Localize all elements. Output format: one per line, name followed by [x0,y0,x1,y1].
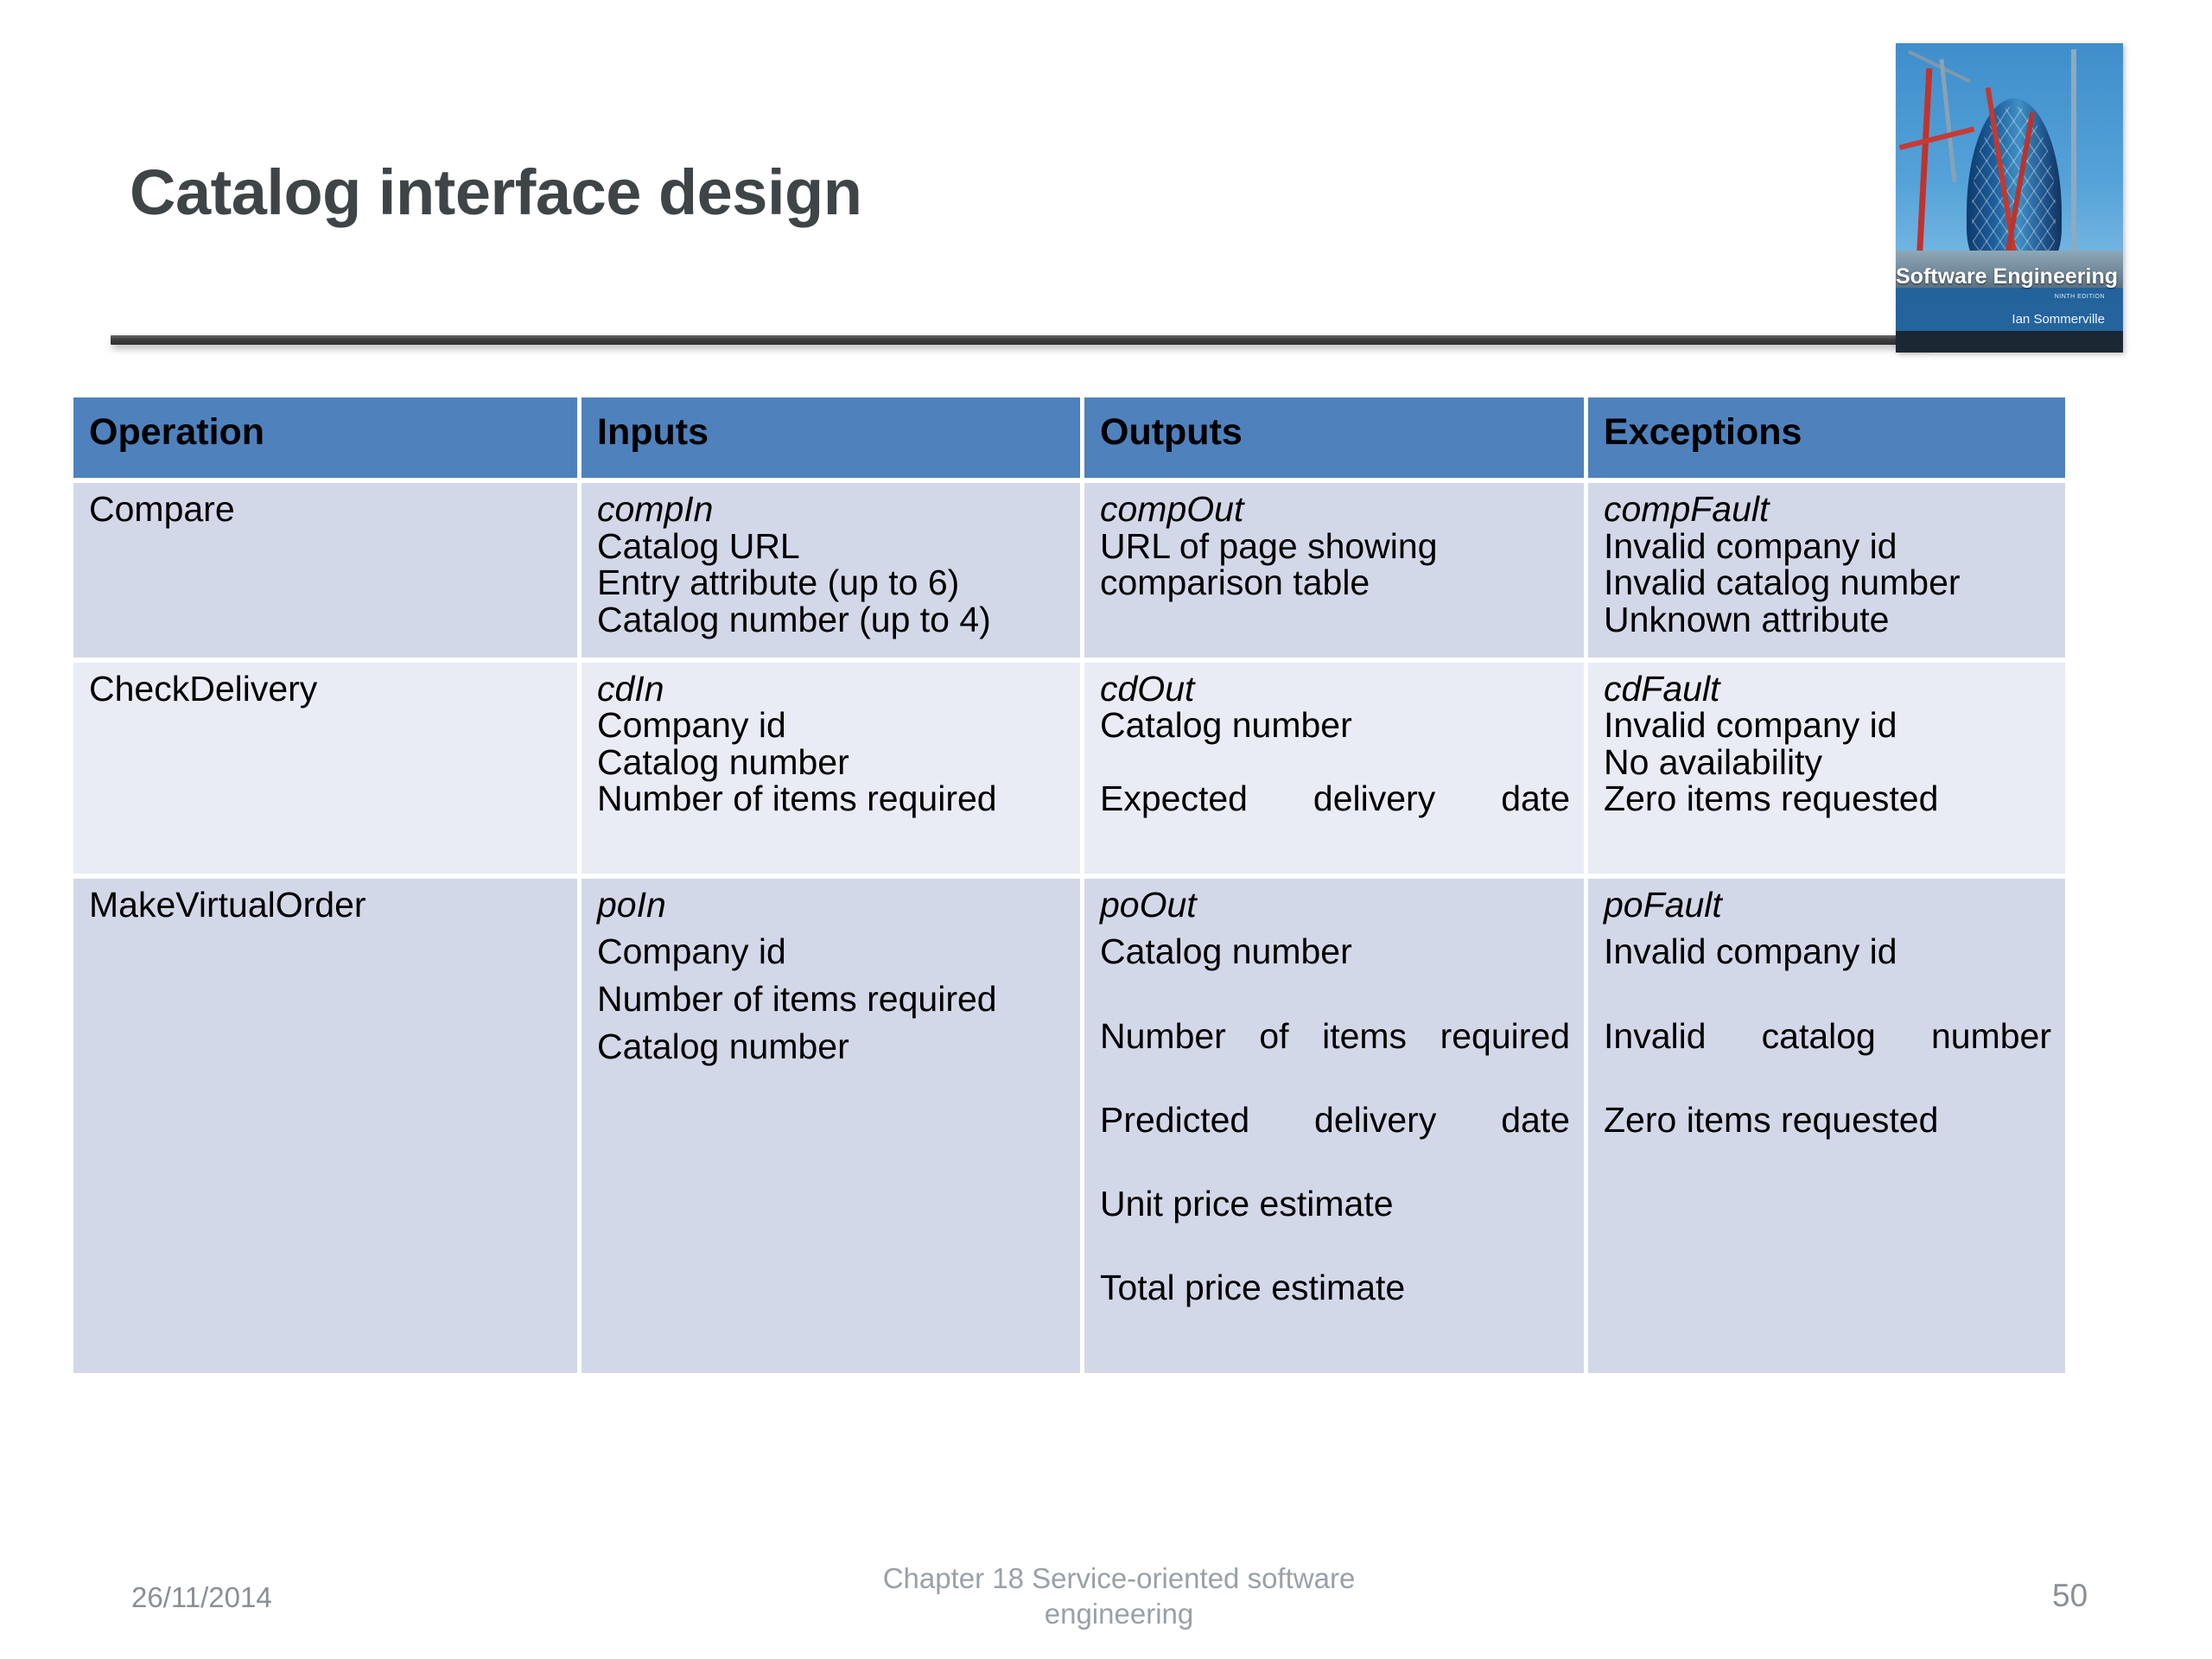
message-name: poFault [1604,884,1722,925]
book-cover-icon: Software Engineering NINTH EDITION Ian S… [1896,43,2123,353]
footer-chapter-line-2: engineering [1044,1598,1194,1630]
table-header-row: Operation Inputs Outputs Exceptions [73,397,2065,478]
outputs-lines: URL of page showing comparison table [1100,525,1570,603]
message-name: poIn [597,884,666,925]
input-line: Number of items required [597,779,997,819]
output-line: Number of items required [1100,1015,1570,1056]
cell-inputs: compIn Catalog URL Entry attribute (up t… [582,478,1084,658]
output-line: Expected delivery date [1100,779,1570,819]
exception-line: Invalid company id [1604,525,1897,566]
cell-exceptions: cdFault Invalid company id No availabili… [1588,657,2065,874]
slide-bottom-edge [0,1638,2212,1659]
message-name: compIn [597,489,714,529]
slide-number: 50 [2052,1578,2088,1613]
inputs-lines: Catalog URL Entry attribute (up to 6) Ca… [597,525,1066,639]
input-line: Company id [597,705,786,746]
output-line: Catalog number [1100,705,1352,746]
message-name: compOut [1100,489,1244,529]
message-name: compFault [1604,489,1770,529]
message-name: cdFault [1604,668,1720,709]
output-line: Catalog number [1100,931,1352,972]
output-line: URL of page showing comparison table [1100,525,1438,603]
outputs-lines: Catalog number Number of items required … [1100,933,1570,1343]
cell-operation: CheckDelivery [73,657,582,874]
output-line: Unit price estimate [1100,1184,1394,1224]
title-divider [111,335,1929,345]
input-line: Entry attribute (up to 6) [597,563,960,603]
crane-tower-grey-icon [2070,49,2076,291]
exception-line: No availability [1604,741,1822,782]
exception-line: Unknown attribute [1604,599,1890,639]
cell-outputs: compOut URL of page showing comparison t… [1084,478,1588,658]
cell-inputs: cdIn Company id Catalog number Number of… [582,657,1084,874]
cell-outputs: cdOut Catalog number Expected delivery d… [1084,657,1588,874]
exception-line: Zero items requested [1604,779,1939,819]
input-line: Catalog URL [597,525,800,566]
cell-operation: Compare [73,478,582,658]
exceptions-lines: Invalid company id No availability Zero … [1604,707,2051,817]
message-name: cdOut [1100,668,1195,709]
cell-outputs: poOut Catalog number Number of items req… [1084,873,1588,1373]
message-name: poOut [1100,884,1197,925]
book-title: Software Engineering [1896,264,2118,289]
table-row: MakeVirtualOrder poIn Company id Number … [73,873,2065,1373]
book-edition: NINTH EDITION [2054,294,2105,301]
exception-line: Invalid catalog number [1604,563,1961,603]
exceptions-lines: Invalid company id Invalid catalog numbe… [1604,525,2051,639]
message-name: cdIn [597,668,664,709]
cell-exceptions: poFault Invalid company id Invalid catal… [1588,873,2065,1373]
exception-line: Invalid catalog number [1604,1015,2051,1056]
table-row: Compare compIn Catalog URL Entry attribu… [73,478,2065,658]
footer-date: 26/11/2014 [131,1581,272,1613]
output-line: Predicted delivery date [1100,1099,1570,1140]
book-author: Ian Sommerville [2012,311,2105,327]
column-header-exceptions: Exceptions [1588,397,2065,478]
input-line: Number of items required [597,978,997,1019]
exception-line: Invalid company id [1604,931,1897,972]
cover-band [1896,287,2123,331]
column-header-inputs: Inputs [582,397,1084,478]
table-row: CheckDelivery cdIn Company id Catalog nu… [73,657,2065,874]
footer-chapter-line-1: Chapter 18 Service-oriented software [882,1562,1356,1594]
exceptions-lines: Invalid company id Invalid catalog numbe… [1604,933,2051,1175]
cell-operation: MakeVirtualOrder [73,873,582,1373]
cell-exceptions: compFault Invalid company id Invalid cat… [1588,478,2065,658]
input-line: Catalog number (up to 4) [597,599,991,639]
outputs-lines: Catalog number Expected delivery date [1100,707,1570,855]
output-line: Total price estimate [1100,1268,1406,1308]
exception-line: Invalid company id [1604,705,1897,746]
cell-inputs: poIn Company id Number of items required… [582,873,1084,1373]
ground-strip [1896,250,2123,288]
input-line: Catalog number [597,1026,849,1066]
input-line: Company id [597,931,786,972]
input-line: Catalog number [597,741,849,782]
exception-line: Zero items requested [1604,1099,1939,1140]
column-header-operation: Operation [73,397,582,478]
footer-chapter-label: Chapter 18 Service-oriented software eng… [804,1560,1434,1632]
catalog-interface-table: Operation Inputs Outputs Exceptions Comp… [73,397,2065,1373]
cover-footer-bar [1896,330,2123,353]
inputs-lines: Company id Catalog number Number of item… [597,707,1066,817]
column-header-outputs: Outputs [1084,397,1588,478]
inputs-lines: Company id Number of items required Cata… [597,933,1066,1065]
page-title: Catalog interface design [130,156,862,228]
